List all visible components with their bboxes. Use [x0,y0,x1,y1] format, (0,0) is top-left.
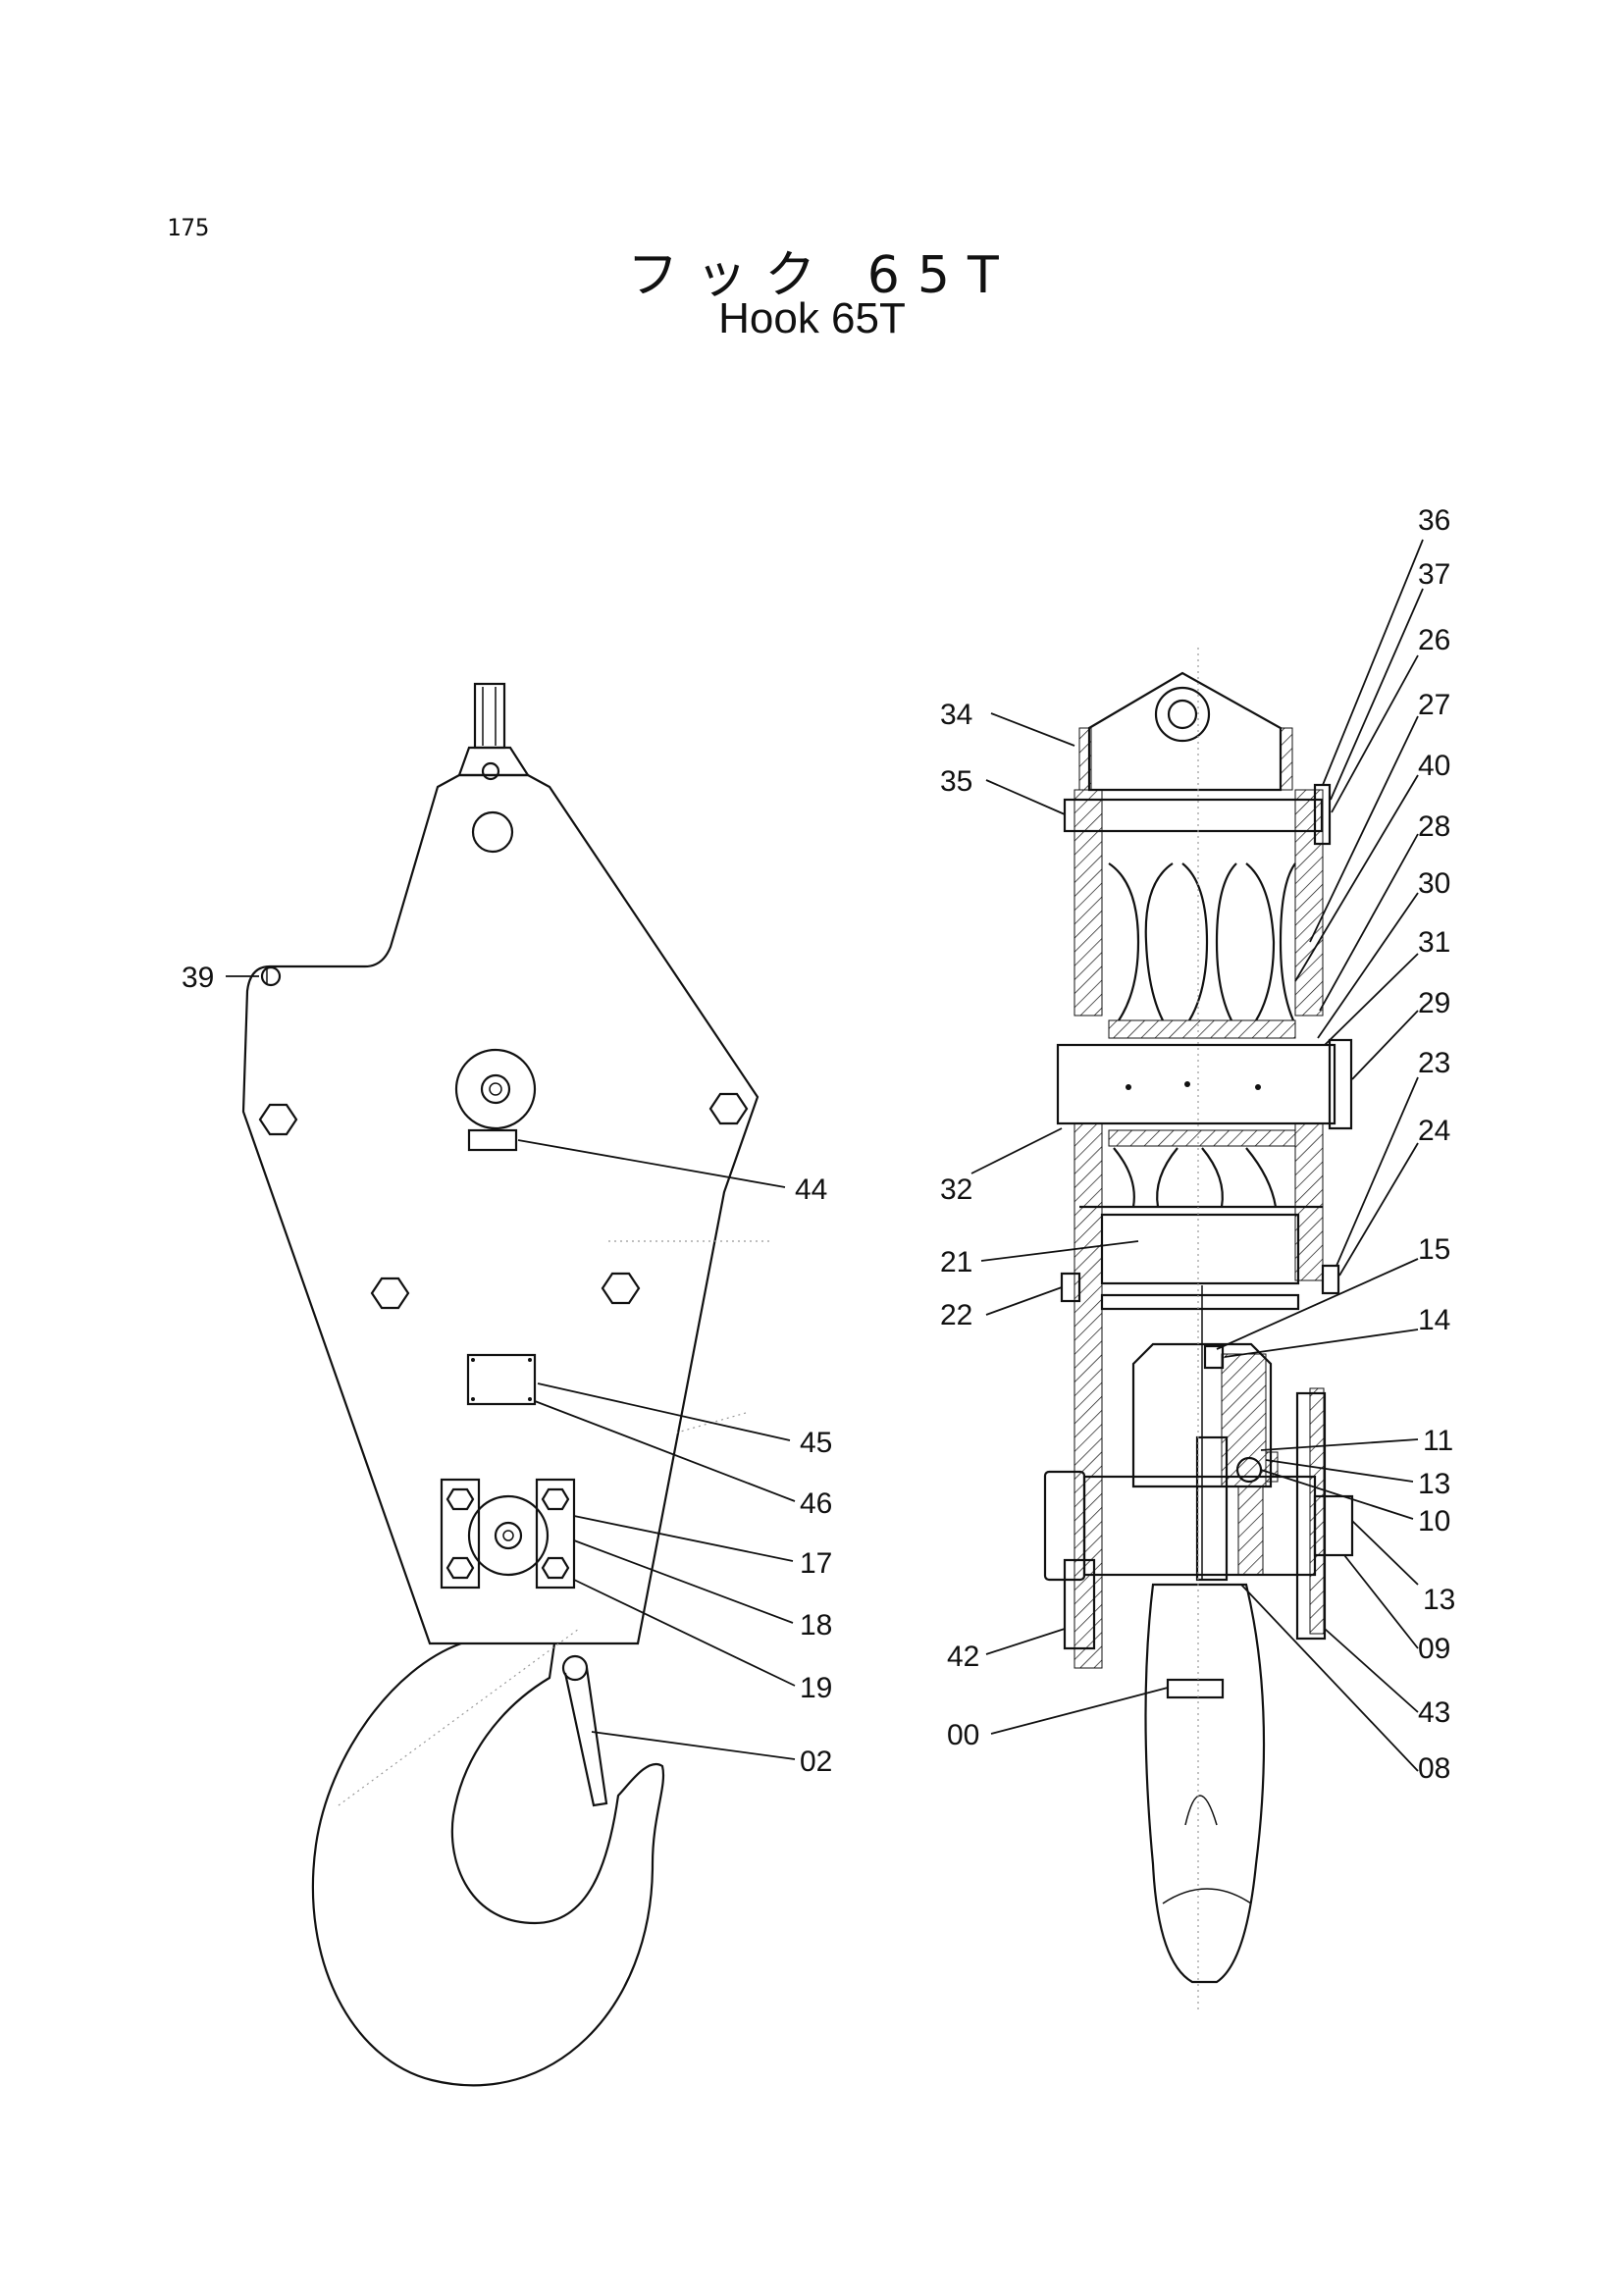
callout-14: 14 [1418,1304,1450,1336]
callout-23: 23 [1418,1047,1450,1079]
callout-26: 26 [1418,624,1450,656]
section-view [1043,648,1354,2011]
trunnion [467,1494,550,1577]
lug-block [457,746,531,777]
spacer-21 [1100,1213,1300,1285]
side-plate [241,773,760,1645]
callout-35: 35 [940,765,972,798]
plate-lower-right [1295,1391,1327,1641]
callout-36: 36 [1418,504,1450,537]
name-plate [466,1353,537,1406]
hex-nut-right [708,1092,749,1125]
callout-11: 11 [1423,1425,1453,1457]
callout-42: 42 [947,1641,979,1673]
safety-latch [563,1667,608,1807]
hex-nut-left [258,1103,298,1136]
callout-28: 28 [1418,810,1450,843]
callout-43: 43 [1418,1696,1450,1729]
lower-plate-right [1294,1122,1324,1281]
trunnion-block-left [440,1478,481,1590]
callout-10: 10 [1418,1505,1450,1538]
callout-34: 34 [940,699,972,731]
crosshead [1131,1342,1273,1488]
callout-39: 39 [182,962,214,994]
hex-nut-lower-left [370,1277,410,1310]
title-english: Hook 65T [718,294,906,342]
keeper-plate-44 [467,1128,518,1152]
top-lug [473,682,506,750]
top-pin-hole [471,810,514,854]
callout-15: 15 [1418,1233,1450,1266]
hook-body [311,1642,665,2087]
callouts: 39 44 45 46 17 18 19 02 34 35 36 37 26 2… [182,504,1455,1785]
callout-45: 45 [800,1427,832,1459]
callout-09: 09 [1418,1633,1450,1665]
callout-02: 02 [800,1746,832,1778]
hook-side [1144,1583,1266,1984]
leader-lines [226,539,1424,1772]
callout-13-upper: 13 [1418,1468,1450,1500]
callout-37: 37 [1418,558,1450,591]
callout-13-lower: 13 [1423,1584,1455,1616]
pin-39 [260,965,282,987]
callout-00: 00 [947,1719,979,1751]
hex-nut-lower-right [601,1272,641,1305]
callout-08: 08 [1418,1752,1450,1785]
hook-nut-housing [1082,1475,1317,1577]
front-view [241,682,770,2087]
callout-31: 31 [1418,926,1450,959]
callout-32: 32 [940,1173,972,1206]
callout-46: 46 [800,1487,832,1520]
upper-pin [1063,798,1324,833]
callout-17: 17 [800,1547,832,1580]
callout-40: 40 [1418,750,1450,782]
callout-44: 44 [795,1173,827,1206]
side-plate-right [1294,789,1324,1017]
sheave-pin [454,1048,537,1130]
callout-27: 27 [1418,689,1450,721]
upper-sheaves [1108,862,1296,1039]
callout-19: 19 [800,1672,832,1704]
callout-22: 22 [940,1299,972,1331]
title-japanese: フック 65T [627,246,1017,305]
side-plate-left [1074,789,1103,1017]
page-number: 175 [167,214,210,241]
callout-29: 29 [1418,987,1450,1019]
callout-18: 18 [800,1609,832,1642]
callout-30: 30 [1418,867,1450,900]
lower-plate-left [1074,1122,1103,1669]
hook-shank [1195,1435,1229,1582]
callout-24: 24 [1418,1115,1450,1147]
callout-21: 21 [940,1246,972,1278]
main-pin [1056,1043,1336,1125]
trunnion-block-right [535,1478,576,1590]
section-top-lug [1087,671,1283,792]
